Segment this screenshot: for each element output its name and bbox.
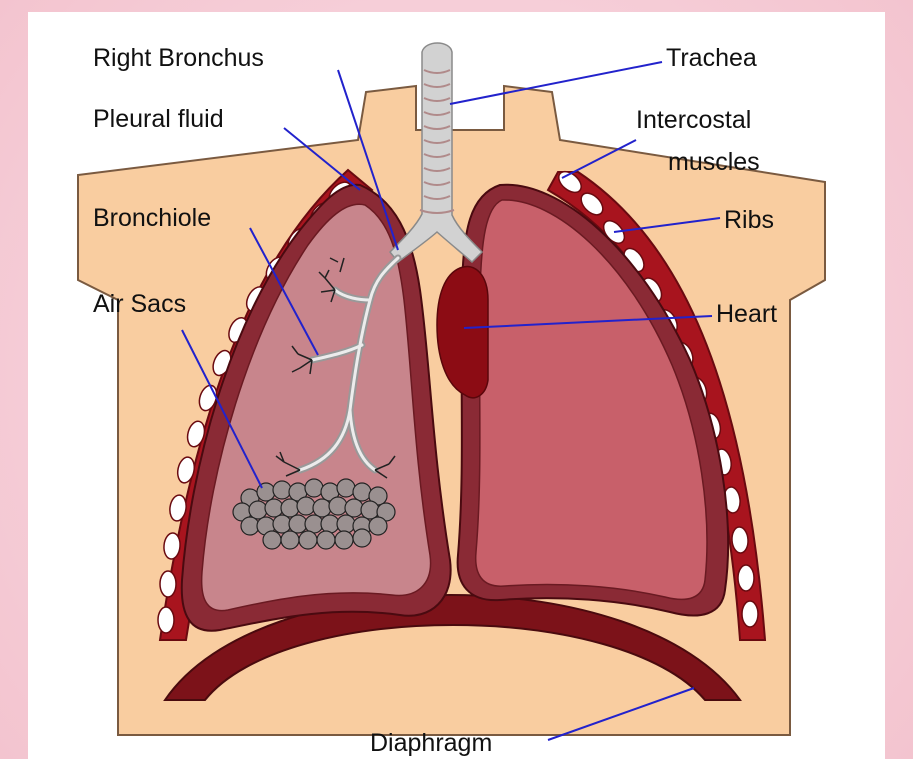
leader-trachea [450,62,662,104]
label-bronchiole: Bronchiole [93,204,211,232]
label-intercostal-line1: Intercostal [636,106,751,134]
label-right-bronchus: Right Bronchus [93,44,264,72]
label-heart: Heart [716,300,777,328]
label-trachea: Trachea [666,44,757,72]
label-intercostal-line2: muscles [668,148,760,176]
label-diaphragm: Diaphragm [370,729,492,757]
label-pleural-fluid: Pleural fluid [93,105,224,133]
label-ribs: Ribs [724,206,774,234]
label-air-sacs: Air Sacs [93,290,186,318]
